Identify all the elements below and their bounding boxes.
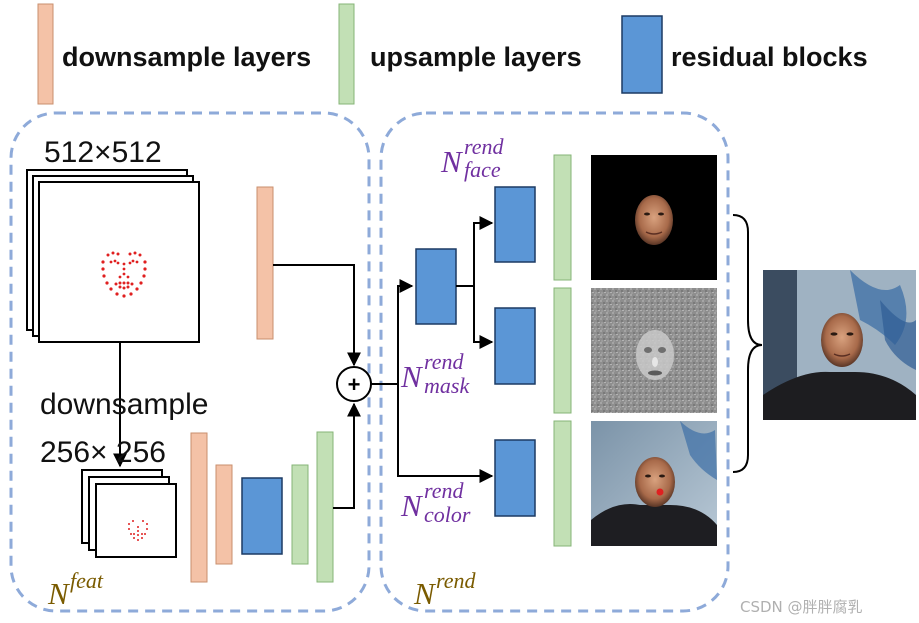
output-mask-image xyxy=(591,288,717,413)
rend-mask-upsample-layer xyxy=(553,287,572,414)
trunk-down-arrow xyxy=(397,384,494,483)
feat-upsample-layer-2 xyxy=(316,431,334,583)
svg-text:N: N xyxy=(400,359,424,394)
feat-upsample-layer-1 xyxy=(291,464,309,565)
face-branch-arrow xyxy=(456,216,494,287)
svg-text:rend: rend xyxy=(464,134,505,159)
rend-color-residual-block xyxy=(494,439,536,517)
svg-text:N: N xyxy=(413,576,437,611)
svg-text:N: N xyxy=(440,144,464,179)
svg-text:face: face xyxy=(464,157,501,182)
feat-downsample-layer-1 xyxy=(190,432,208,583)
watermark: CSDN @胖胖腐乳 xyxy=(740,598,863,616)
svg-text:feat: feat xyxy=(70,568,104,593)
svg-text:mask: mask xyxy=(424,373,470,398)
svg-text:N: N xyxy=(400,488,424,523)
rend-network-border xyxy=(379,111,730,613)
sum-node-plus: + xyxy=(348,372,361,397)
input-stack-256 xyxy=(81,469,177,558)
landmark-face-small xyxy=(128,520,148,541)
rend-color-upsample-layer xyxy=(553,420,572,547)
landmark-face-large xyxy=(101,251,147,298)
label-n-rend-color: N rend color xyxy=(400,478,471,527)
label-n-rend-mask: N rend mask xyxy=(400,349,470,398)
legend-downsample-swatch xyxy=(37,3,54,105)
label-n-feat: N feat xyxy=(47,568,104,611)
trunk-up-arrow xyxy=(371,279,414,385)
svg-text:color: color xyxy=(424,502,471,527)
rend-shared-residual-block xyxy=(415,248,457,325)
output-brace xyxy=(732,214,763,473)
top-branch-arrow xyxy=(273,264,361,367)
svg-text:rend: rend xyxy=(424,349,465,374)
legend-upsample-swatch xyxy=(338,3,355,105)
size-256-label: 256× 256 xyxy=(40,436,166,469)
label-n-rend-face: N rend face xyxy=(440,134,505,182)
input-stack-512 xyxy=(26,169,200,343)
label-n-rend: N rend xyxy=(413,568,477,611)
legend-downsample-label: downsample layers xyxy=(62,42,311,72)
rend-face-residual-block xyxy=(494,186,536,263)
feat-downsample-layer-2 xyxy=(215,464,233,565)
feat-downsample-layer-top xyxy=(256,186,274,340)
rend-mask-residual-block xyxy=(494,307,536,385)
final-composite-image xyxy=(763,270,916,420)
legend-upsample-label: upsample layers xyxy=(370,42,582,72)
output-face-image xyxy=(591,155,717,280)
output-color-image xyxy=(591,421,717,546)
downsample-label: downsample xyxy=(40,388,208,421)
bottom-branch-arrow xyxy=(333,402,361,509)
rend-face-upsample-layer xyxy=(553,154,572,281)
legend-residual-label: residual blocks xyxy=(671,42,868,72)
legend-residual-swatch xyxy=(621,15,663,94)
size-512-label: 512×512 xyxy=(44,136,162,169)
svg-text:rend: rend xyxy=(424,478,465,503)
svg-text:N: N xyxy=(47,576,71,611)
feat-residual-block xyxy=(241,477,283,555)
svg-text:rend: rend xyxy=(436,568,477,593)
mask-branch-arrow xyxy=(473,286,494,349)
